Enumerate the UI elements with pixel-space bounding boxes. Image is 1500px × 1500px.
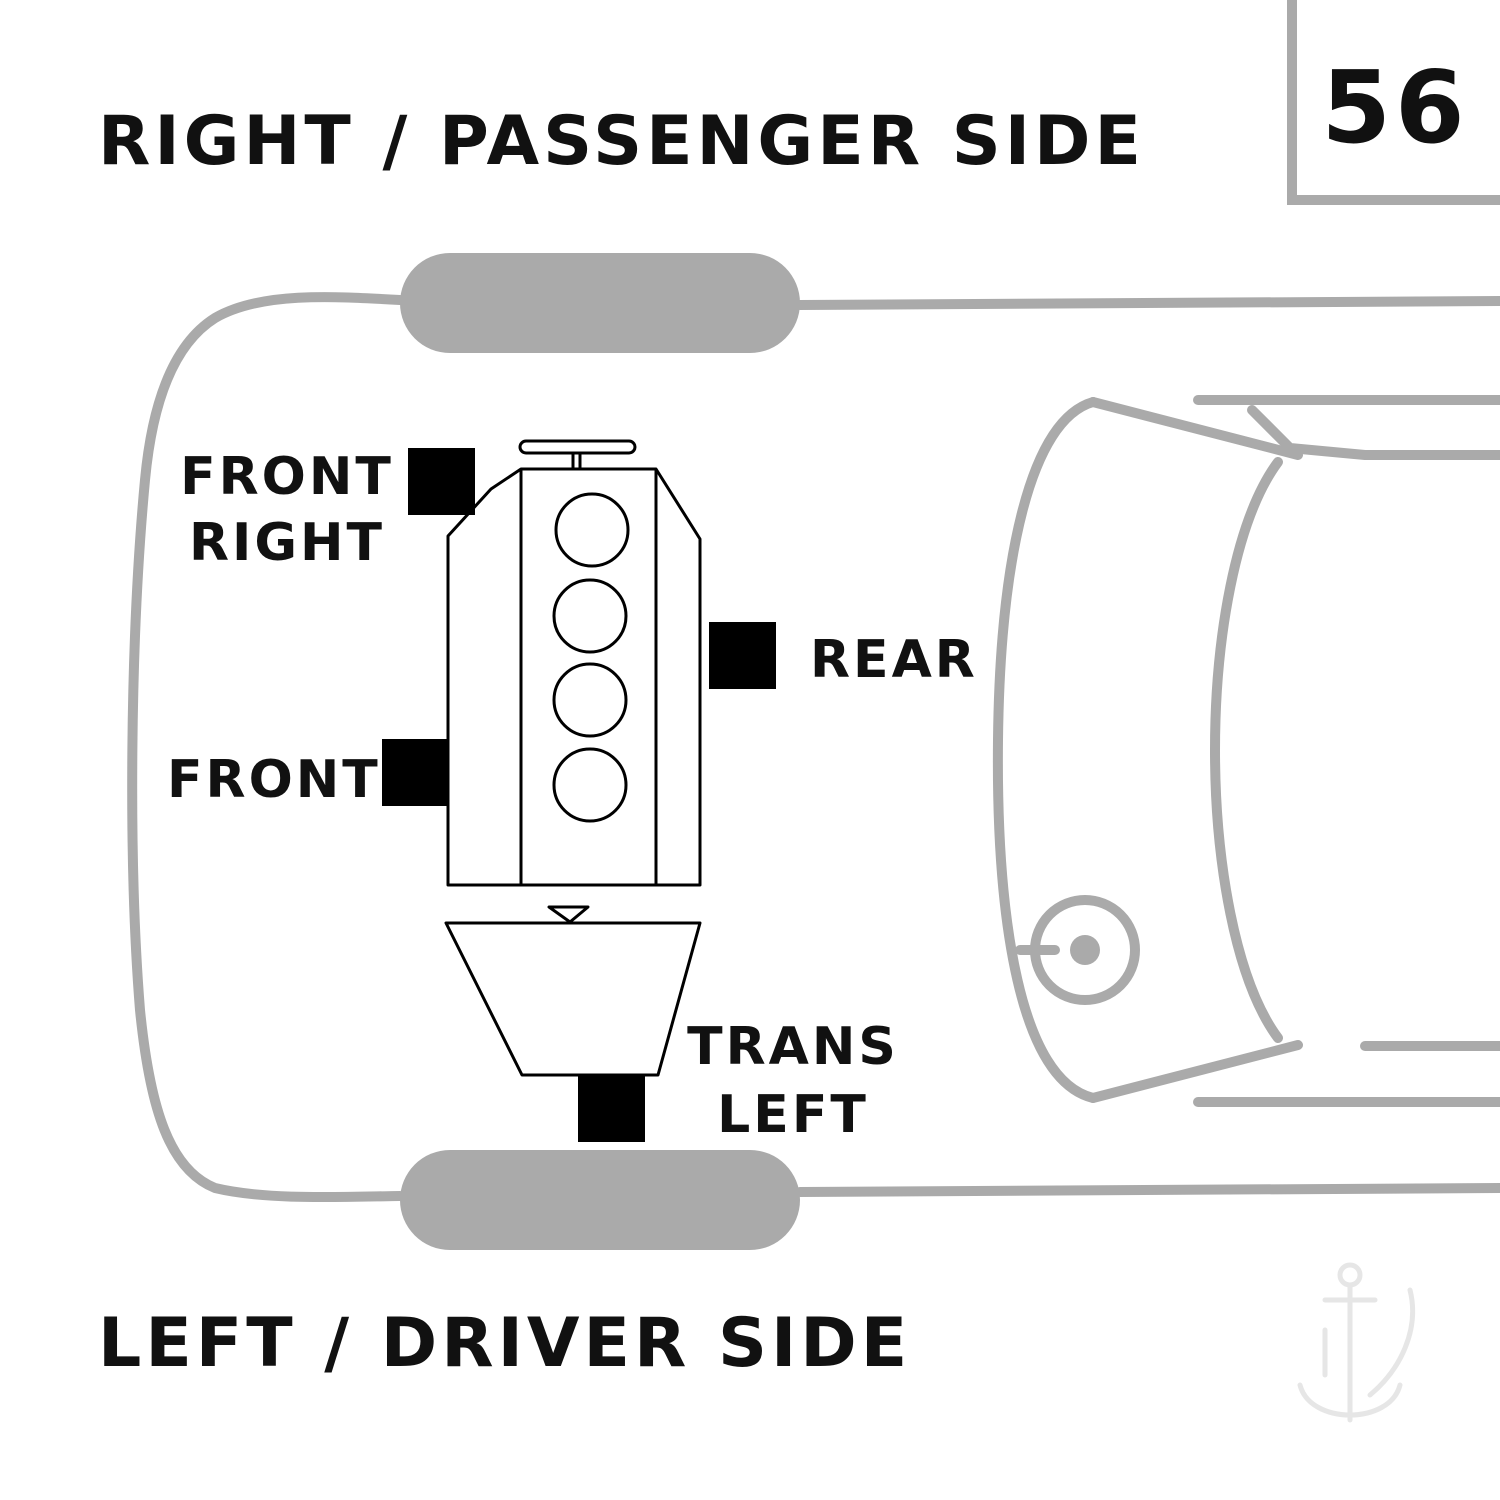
trans-left-label-line1: TRANS xyxy=(687,1017,899,1077)
left-driver-side-title: LEFT / DRIVER SIDE xyxy=(98,1304,911,1383)
diagram-number-box xyxy=(1287,0,1500,205)
trans-left-label-line2: LEFT xyxy=(717,1085,869,1145)
anchor-logo-icon xyxy=(1297,1262,1416,1423)
rear-mount xyxy=(709,622,776,689)
steering-hub-icon xyxy=(1070,935,1100,965)
car-body-outline xyxy=(127,292,1500,1203)
front-right-label-line1: FRONT xyxy=(180,447,394,507)
front-right-wheel xyxy=(400,253,800,353)
engine-block xyxy=(446,439,702,887)
front-label: FRONT xyxy=(167,750,381,810)
rear-label: REAR xyxy=(810,630,978,690)
front-right-label-line2: RIGHT xyxy=(189,513,385,573)
front-right-mount xyxy=(408,448,475,515)
front-left-wheel xyxy=(400,1150,800,1250)
transmission xyxy=(444,905,702,1077)
front-mount xyxy=(382,739,449,806)
trans-left-mount xyxy=(578,1075,645,1142)
diagram-number: 56 xyxy=(1321,49,1468,166)
steering-wheel-icon xyxy=(1030,895,1140,1005)
right-passenger-side-title: RIGHT / PASSENGER SIDE xyxy=(98,102,1145,181)
